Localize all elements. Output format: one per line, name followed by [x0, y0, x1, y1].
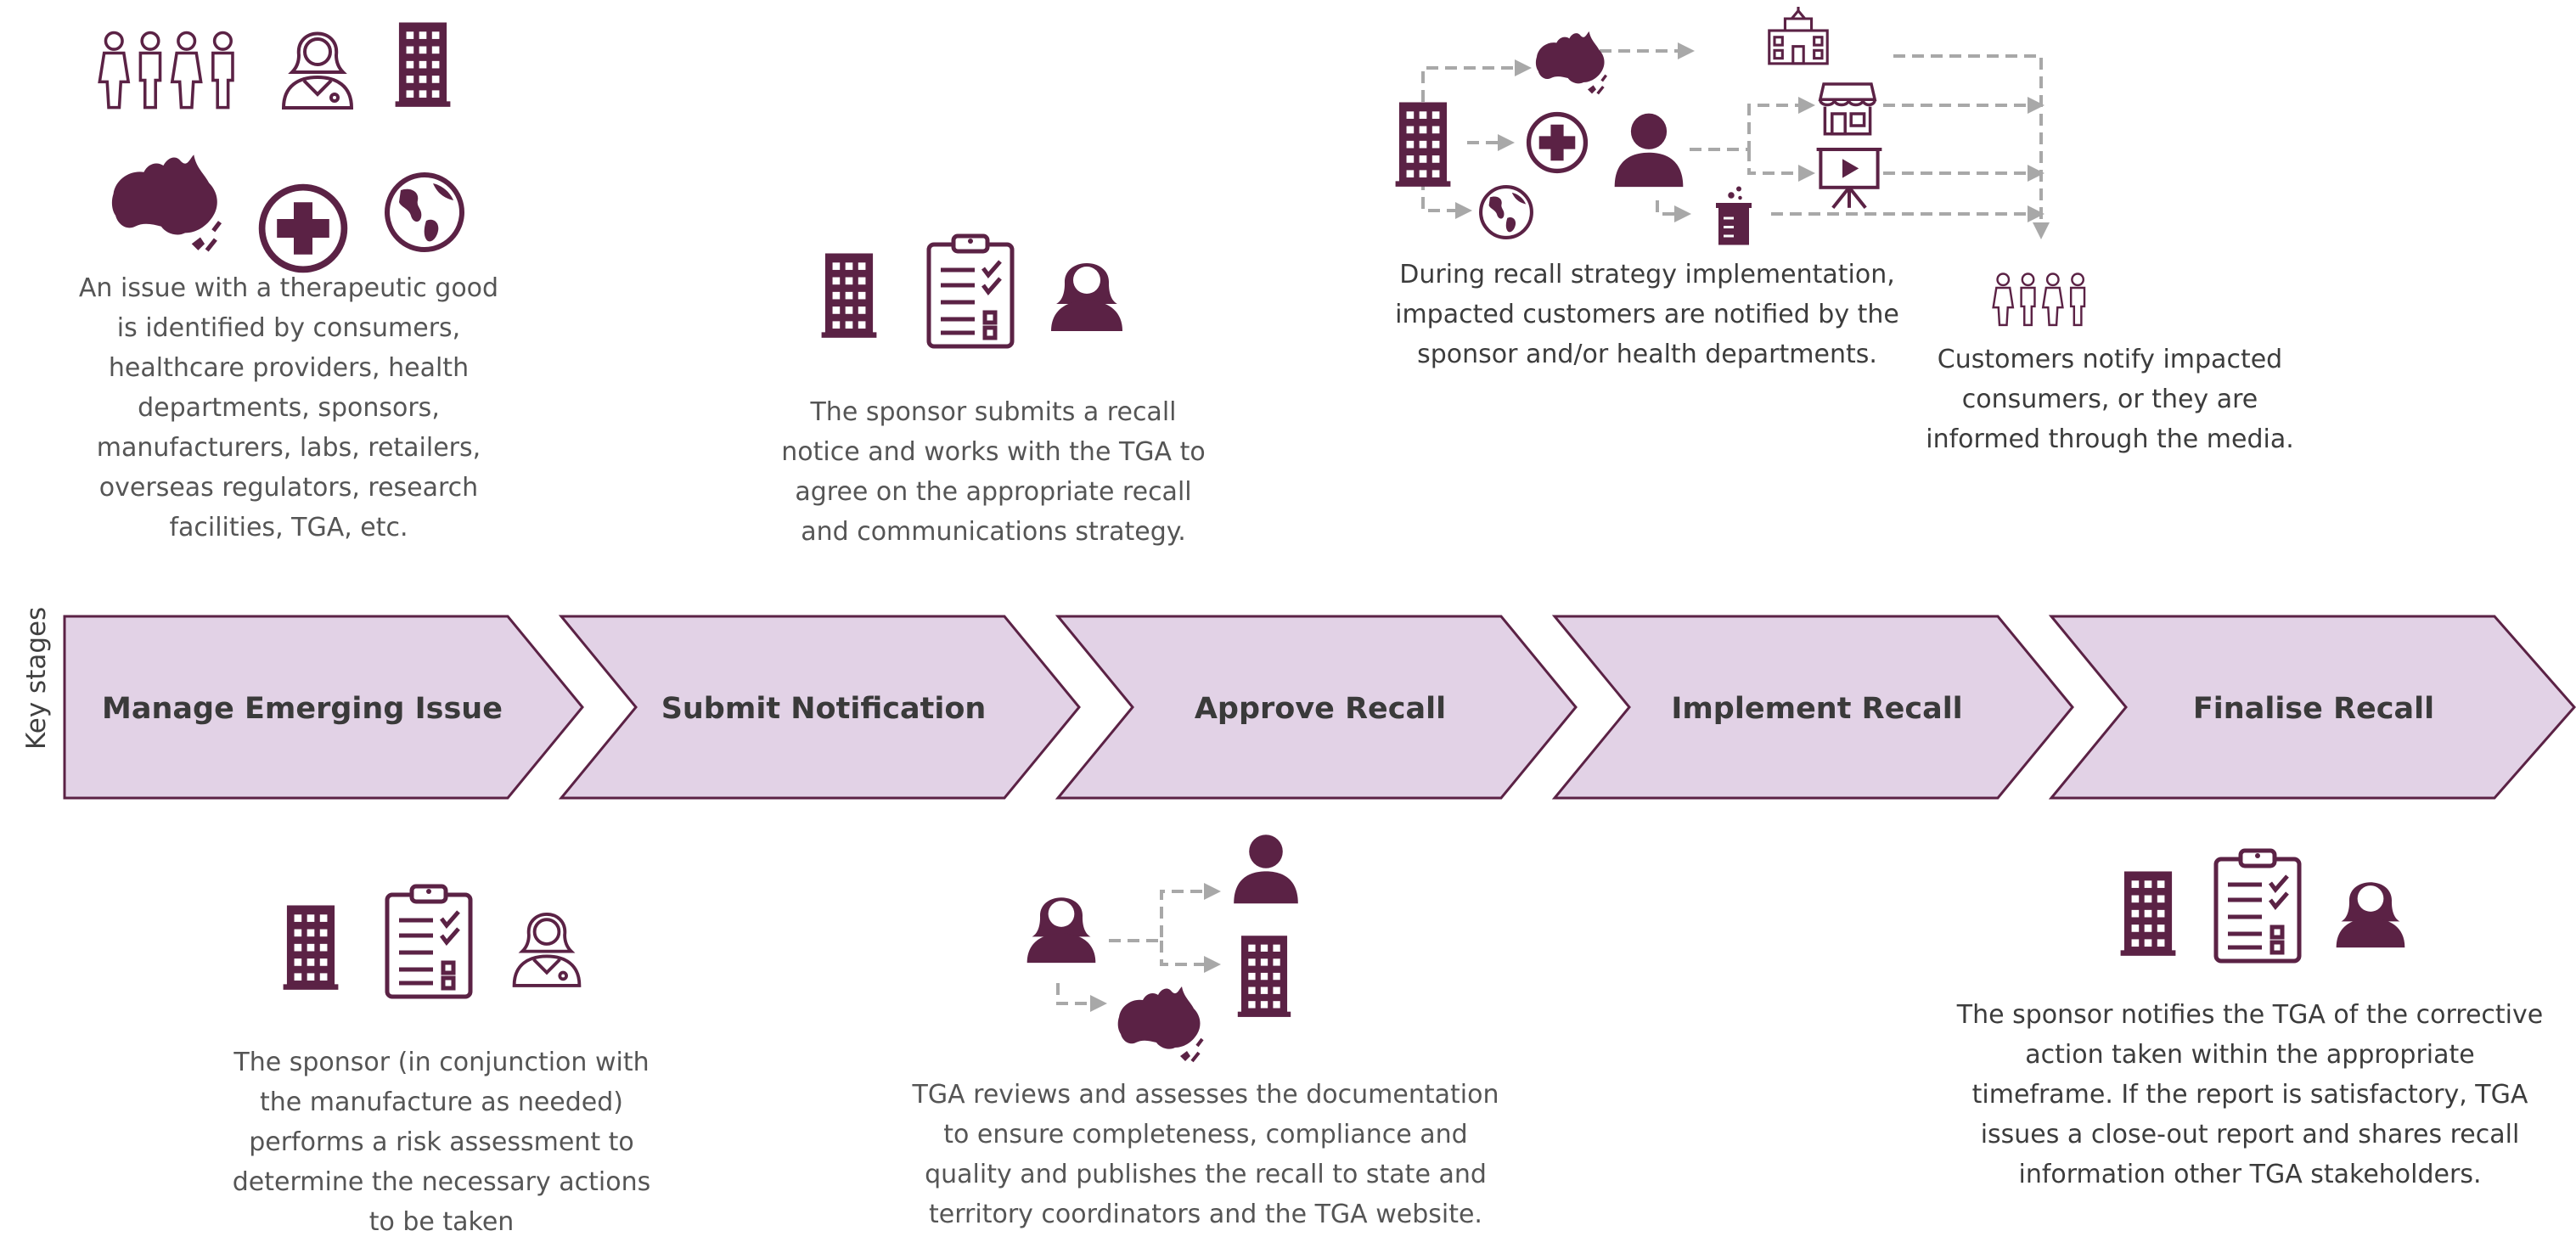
building-icon: [1237, 936, 1291, 1017]
medical-cross-icon: [1529, 115, 1586, 171]
key-stages-label: Key stages: [21, 606, 52, 750]
finalise-bottom-icons: [2120, 851, 2405, 961]
submit-notification-description: The sponsor submits a recall notice and …: [781, 397, 1206, 547]
family-icon: [1992, 273, 2086, 327]
woman-icon: [1051, 263, 1122, 331]
chevron-implement: [1551, 615, 2074, 800]
doctor-icon: [284, 34, 352, 109]
person-icon: [1614, 113, 1684, 188]
stage-chevrons: [63, 615, 2576, 800]
manage-bottom-icons: [283, 886, 582, 997]
stage-manage-label: Manage Emerging Issue: [102, 692, 503, 726]
building-icon: [283, 905, 339, 990]
building-icon: [2120, 871, 2176, 956]
presentation-icon: [1815, 148, 1883, 210]
building-icon: [821, 253, 877, 338]
clipboard-icon: [387, 886, 470, 997]
implement-recall-description: During recall strategy implementation, i…: [1395, 260, 1899, 369]
stage-implement-label: Implement Recall: [1671, 692, 1963, 726]
implement-network: [1395, 7, 2086, 327]
clipboard-icon: [929, 236, 1012, 346]
customers-notify-description: Customers notify impacted consumers, or …: [1926, 345, 2294, 454]
building-icon: [1395, 102, 1451, 187]
school-icon: [1768, 7, 1829, 65]
risk-assessment-description: The sponsor (in conjunction with the man…: [232, 1048, 651, 1237]
manage-top-icons: [98, 22, 462, 270]
australia-icon: [1116, 985, 1204, 1063]
building-icon: [395, 22, 451, 107]
chevron-submit: [558, 615, 1081, 800]
submit-top-icons: [821, 236, 1122, 346]
australia-icon: [1534, 30, 1608, 96]
approve-recall-description: TGA reviews and assesses the documentati…: [912, 1080, 1499, 1229]
family-icon: [98, 31, 234, 110]
finalise-recall-description: The sponsor notifies the TGA of the corr…: [1956, 1000, 2544, 1189]
stage-submit-label: Submit Notification: [661, 692, 987, 726]
chevron-approve: [1055, 615, 1578, 800]
woman-icon: [1026, 897, 1096, 964]
stage-approve-label: Approve Recall: [1194, 692, 1447, 726]
chevron-finalise: [2048, 615, 2576, 800]
shop-icon: [1818, 82, 1877, 136]
person-icon: [1234, 835, 1298, 904]
woman-icon: [2336, 882, 2405, 948]
globe-icon: [387, 175, 462, 250]
stage-finalise-label: Finalise Recall: [2192, 692, 2435, 726]
chevron-manage: [63, 615, 584, 800]
clipboard-icon: [2216, 851, 2299, 961]
doctor-icon: [512, 912, 582, 987]
globe-icon: [1481, 187, 1532, 238]
manage-issue-description: An issue with a therapeutic good is iden…: [78, 273, 499, 542]
medical-cross-icon: [262, 188, 345, 270]
australia-icon: [112, 155, 220, 250]
approve-network: [1026, 835, 1298, 1063]
flask-icon: [1714, 184, 1753, 247]
